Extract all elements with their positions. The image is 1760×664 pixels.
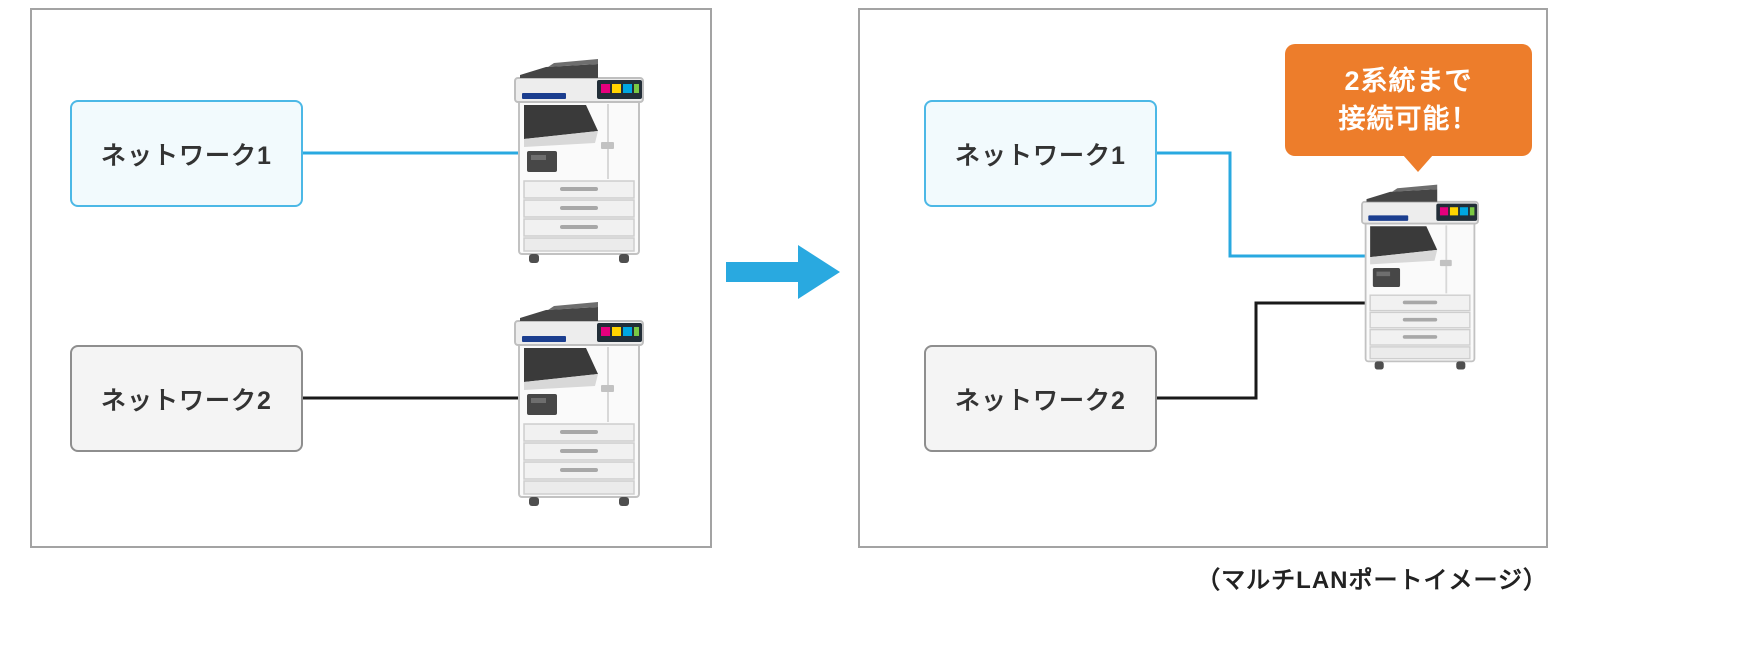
right-arrow-icon bbox=[726, 245, 840, 299]
after-panel: ネットワーク1 ネットワーク2 2系統まで 接続可能！ bbox=[858, 8, 1548, 548]
network2-cable bbox=[1157, 301, 1376, 400]
printer-icon bbox=[514, 58, 644, 264]
before-panel: ネットワーク1 ネットワーク2 bbox=[30, 8, 712, 548]
printer-icon bbox=[1361, 183, 1479, 371]
network1-cable bbox=[1157, 151, 1376, 258]
after-connection-lines bbox=[1157, 151, 1376, 400]
network2-label: ネットワーク2 bbox=[955, 386, 1126, 415]
network1-label: ネットワーク1 bbox=[101, 141, 272, 170]
network1-label: ネットワーク1 bbox=[955, 141, 1126, 170]
before-connection-lines bbox=[303, 151, 524, 400]
printer-icon bbox=[514, 301, 644, 507]
callout-bubble: 2系統まで 接続可能！ bbox=[1285, 44, 1532, 172]
caption: （マルチLANポートイメージ） bbox=[1196, 567, 1548, 594]
network2-label: ネットワーク2 bbox=[101, 386, 272, 415]
network2-box: ネットワーク2 bbox=[70, 345, 303, 452]
callout-line1: 2系統まで bbox=[1344, 66, 1473, 96]
callout-line2: 接続可能！ bbox=[1338, 104, 1479, 134]
network2-box: ネットワーク2 bbox=[924, 345, 1157, 452]
network1-box: ネットワーク1 bbox=[924, 100, 1157, 207]
network1-box: ネットワーク1 bbox=[70, 100, 303, 207]
